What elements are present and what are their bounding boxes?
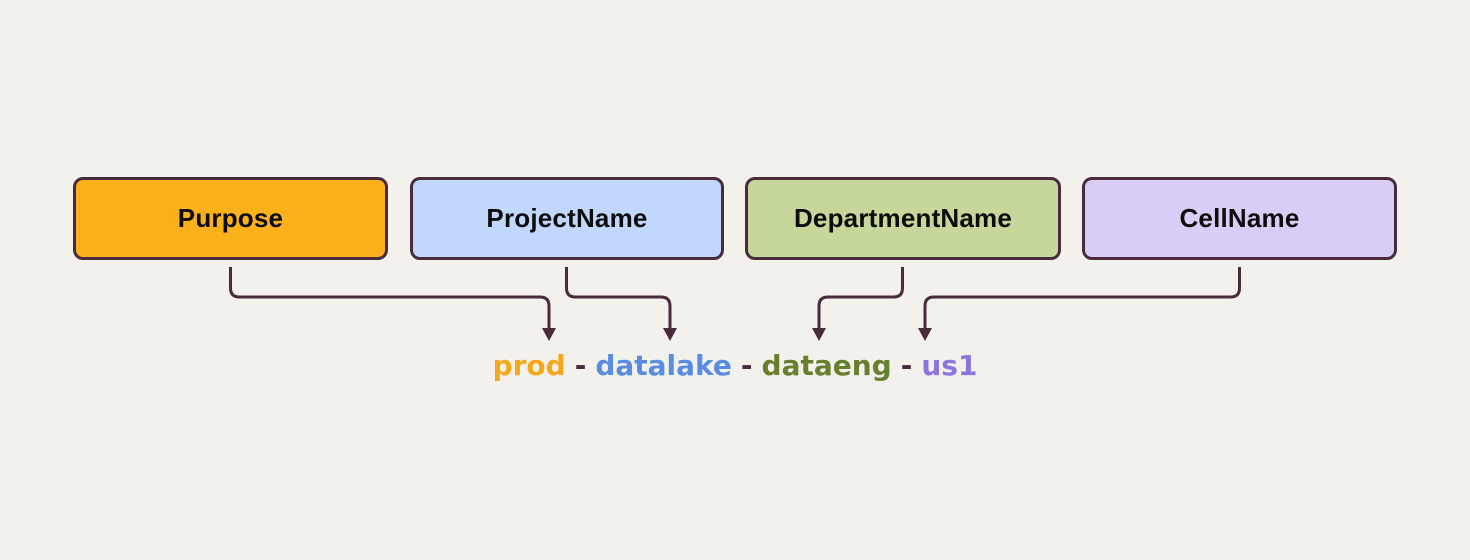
- box-department-name: DepartmentName: [745, 177, 1061, 260]
- box-purpose: Purpose: [73, 177, 388, 260]
- arrow-cell-to-us1: [918, 267, 1241, 341]
- name-separator: -: [574, 349, 587, 382]
- arrow-purpose-to-prod: [229, 267, 556, 341]
- box-project-name-label: ProjectName: [486, 203, 648, 233]
- name-segment-project: datalake: [595, 349, 732, 382]
- arrow-project-to-datalake: [565, 267, 677, 341]
- arrow-department-to-dataeng: [812, 267, 904, 341]
- name-segment-purpose: prod: [492, 349, 566, 382]
- name-separator: -: [740, 349, 753, 382]
- box-department-name-label: DepartmentName: [793, 203, 1013, 233]
- name-segment-department: dataeng: [761, 349, 892, 382]
- resource-name-example: prod - datalake - dataeng - us1: [0, 349, 1470, 382]
- box-purpose-label: Purpose: [177, 203, 284, 233]
- box-cell-name-label: CellName: [1179, 203, 1300, 233]
- box-cell-name: CellName: [1082, 177, 1397, 260]
- box-project-name: ProjectName: [410, 177, 724, 260]
- name-separator: -: [900, 349, 913, 382]
- name-segment-cell: us1: [921, 349, 978, 382]
